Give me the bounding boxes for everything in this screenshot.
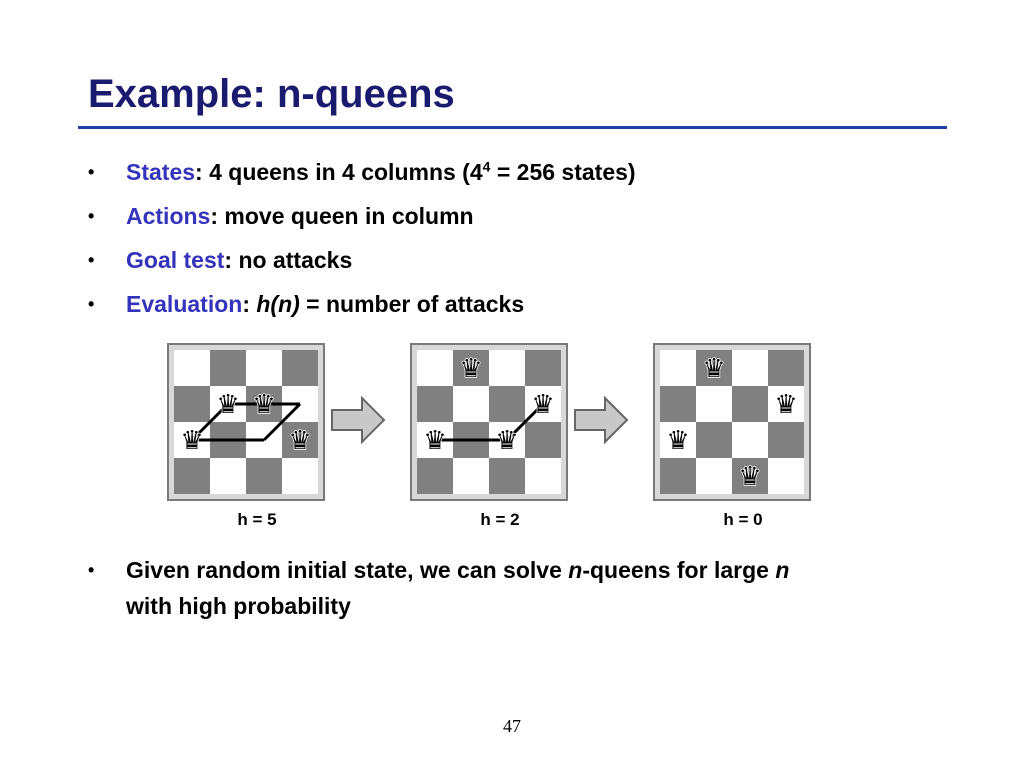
chess-queen-icon: ♛ — [531, 390, 554, 420]
board-square — [210, 458, 246, 494]
states-text: 4 queens in 4 columns (4 — [202, 159, 483, 185]
bullet-dot-icon: • — [88, 250, 95, 270]
board-square — [282, 422, 318, 458]
board-square — [525, 350, 561, 386]
attack-line — [505, 402, 545, 442]
queens-figure: ♛ ♛ ♛ ♛ ♛ ♛ ♛ ♛ ♛ ♛ ♛ ♛ h = 5 h = 2 h = 0 — [160, 340, 820, 540]
evaluation-text: = number of attacks — [299, 291, 525, 317]
board-square — [768, 386, 804, 422]
conclusion-text-1: Given random initial state, we can solve — [126, 557, 569, 583]
board-square — [453, 350, 489, 386]
board-square — [732, 386, 768, 422]
bullet-goal-test: • Goal test: no attacks — [88, 238, 968, 282]
board-square — [174, 458, 210, 494]
separator: : — [242, 291, 250, 317]
right-arrow-icon — [331, 395, 386, 445]
separator: : — [195, 159, 203, 185]
goal-test-text: no attacks — [232, 247, 353, 273]
board-square — [768, 350, 804, 386]
bullet-list: • States: 4 queens in 4 columns (44 = 25… — [88, 150, 968, 326]
chess-queen-icon: ♛ — [702, 354, 725, 384]
bullet-dot-icon: • — [88, 162, 95, 182]
term-goal-test: Goal test — [126, 247, 225, 273]
board-square — [453, 386, 489, 422]
board-square — [732, 458, 768, 494]
attack-line — [262, 402, 302, 442]
bullet-conclusion: • Given random initial state, we can sol… — [88, 552, 1006, 624]
chess-queen-icon: ♛ — [423, 426, 446, 456]
board-caption-2: h = 2 — [480, 510, 520, 529]
board-square — [489, 458, 525, 494]
board-square — [174, 350, 210, 386]
chess-queen-icon: ♛ — [738, 462, 761, 492]
board-square — [696, 386, 732, 422]
bullet-dot-icon: • — [88, 294, 95, 314]
board-square — [174, 386, 210, 422]
board-square — [417, 386, 453, 422]
separator: : — [224, 247, 233, 273]
board-square — [660, 458, 696, 494]
chess-queen-icon: ♛ — [252, 390, 275, 420]
right-arrow-icon — [574, 395, 629, 445]
board-square — [732, 422, 768, 458]
board-square — [660, 386, 696, 422]
chess-queen-icon: ♛ — [495, 426, 518, 456]
board-square — [417, 458, 453, 494]
board-square — [246, 350, 282, 386]
board-square — [525, 458, 561, 494]
states-count: = 256 states) — [490, 159, 636, 185]
board-square — [282, 458, 318, 494]
chess-queen-icon: ♛ — [288, 426, 311, 456]
title-underline — [78, 126, 947, 129]
board-square — [489, 350, 525, 386]
board-square — [417, 350, 453, 386]
slide-title: Example: n-queens — [88, 72, 455, 116]
boards-diagram: ♛ ♛ ♛ ♛ ♛ ♛ ♛ ♛ ♛ ♛ ♛ ♛ — [167, 343, 811, 501]
bullet-evaluation: • Evaluation: h(n) = number of attacks — [88, 282, 968, 326]
bullet-dot-icon: • — [88, 560, 95, 580]
conclusion-italic-n-2: n — [775, 557, 790, 583]
board-square — [768, 422, 804, 458]
actions-text: move queen in column — [218, 203, 474, 229]
exponent: 4 — [482, 158, 491, 175]
chess-queen-icon: ♛ — [774, 390, 797, 420]
bullet-states: • States: 4 queens in 4 columns (44 = 25… — [88, 150, 968, 194]
chess-queen-icon: ♛ — [666, 426, 689, 456]
board-square — [696, 422, 732, 458]
board-square — [696, 350, 732, 386]
board-caption-1: h = 5 — [237, 510, 277, 529]
chess-queen-icon: ♛ — [180, 426, 203, 456]
evaluation-function: h(n) — [256, 291, 300, 317]
board-square — [696, 458, 732, 494]
board-square — [732, 350, 768, 386]
chess-queen-icon: ♛ — [216, 390, 239, 420]
term-actions: Actions — [126, 203, 211, 229]
separator: : — [210, 203, 219, 229]
board-square — [489, 386, 525, 422]
board-square — [453, 458, 489, 494]
board-square — [282, 350, 318, 386]
conclusion-text-2: -queens for large — [582, 557, 776, 583]
board-square — [660, 350, 696, 386]
board-square — [525, 422, 561, 458]
board-square — [210, 350, 246, 386]
attack-line — [190, 402, 230, 442]
conclusion-text-3: with high probability — [126, 593, 351, 619]
bullet-actions: • Actions: move queen in column — [88, 194, 968, 238]
board-caption-3: h = 0 — [723, 510, 763, 529]
board-square — [768, 458, 804, 494]
board-square — [246, 458, 282, 494]
board-square — [660, 422, 696, 458]
bullet-dot-icon: • — [88, 206, 95, 226]
term-states: States — [126, 159, 196, 185]
page-number: 47 — [503, 716, 521, 736]
term-evaluation: Evaluation — [126, 291, 243, 317]
conclusion-italic-n: n — [568, 557, 583, 583]
chess-queen-icon: ♛ — [459, 354, 482, 384]
